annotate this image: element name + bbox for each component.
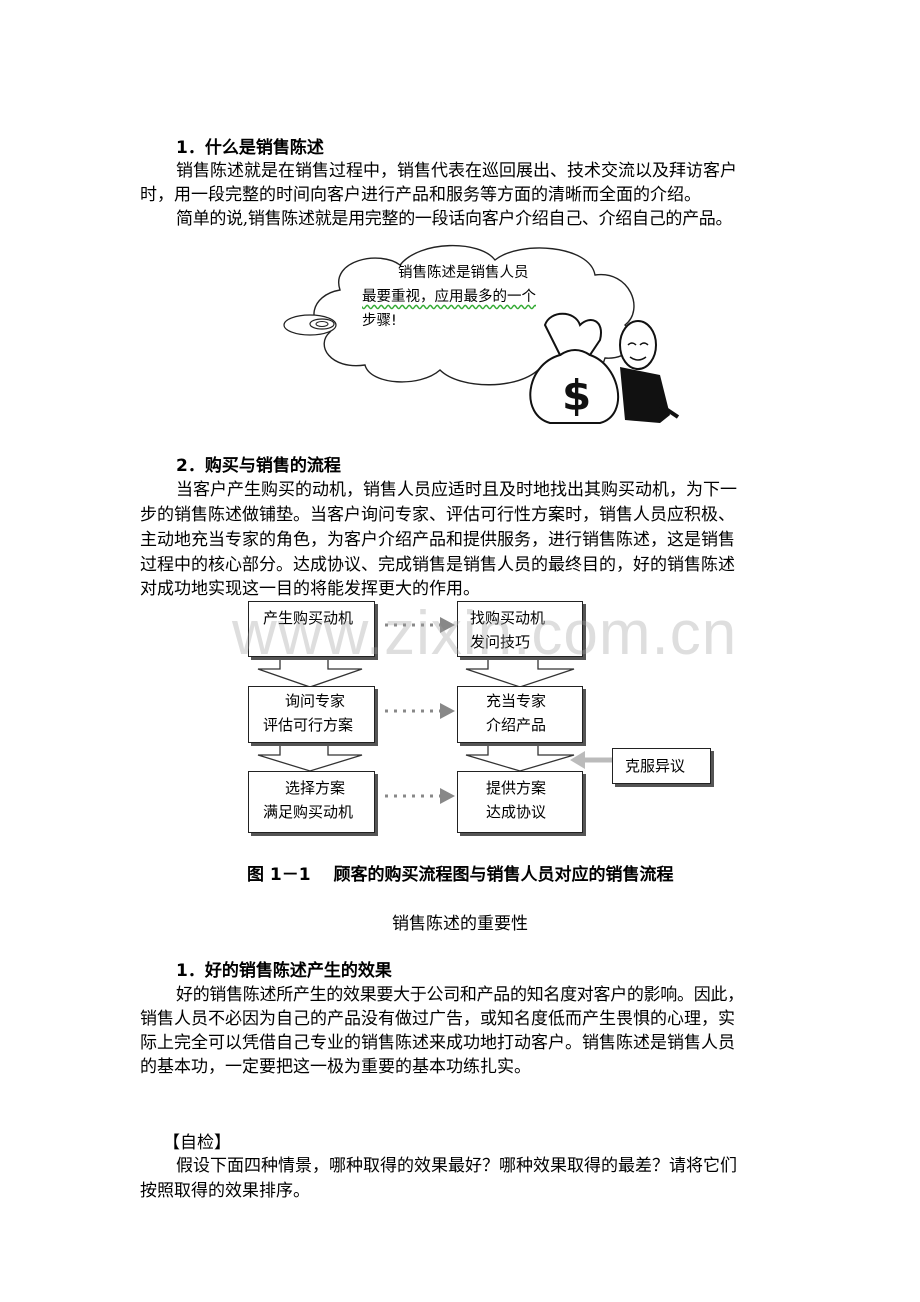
flow-box-consult-expert: 询问专家 评估可行方案 xyxy=(248,686,375,743)
watermark: www.zixin.com.cn xyxy=(232,599,738,668)
cloud-text-line: 步骤! xyxy=(362,313,397,329)
flow-box-text: 充当专家 xyxy=(486,692,547,710)
flow-box-text: 找购买动机 xyxy=(470,609,546,627)
down-chevron-arrow xyxy=(257,744,363,772)
figure-caption: 图 1－1 顾客的购买流程图与销售人员对应的销售流程 xyxy=(247,865,674,885)
selfcheck-heading: 【自检】 xyxy=(163,1133,231,1153)
flow-box-customer-motive: 产生购买动机 xyxy=(248,601,375,657)
flow-box-text: 克服异议 xyxy=(625,757,686,775)
flowchart-connectors xyxy=(257,617,612,804)
flow-box-overcome-objections: 克服异议 xyxy=(612,748,711,784)
down-chevron-arrow xyxy=(465,744,575,772)
svg-text:$: $ xyxy=(562,371,591,420)
section-subtitle: 销售陈述的重要性 xyxy=(392,914,528,934)
flow-box-text: 评估可行方案 xyxy=(263,716,354,734)
paragraph-line: 当客户产生购买的动机，销售人员应适时且及时地找出其购买动机，为下一 xyxy=(176,480,737,500)
paragraph-line: 假设下面四种情景，哪种取得的效果最好？哪种效果取得的最差？请将它们 xyxy=(176,1156,737,1176)
thought-cloud-illustration xyxy=(283,244,635,386)
paragraph-line: 简单的说,销售陈述就是用完整的一段话向客户介绍自己、介绍自己的产品。 xyxy=(176,209,733,229)
flow-box-text: 达成协议 xyxy=(486,803,547,821)
flow-box-text: 介绍产品 xyxy=(486,716,547,734)
cloud-text-line: 销售陈述是销售人员 xyxy=(398,265,529,281)
flow-box-text: 选择方案 xyxy=(285,779,346,797)
paragraph-line: 销售陈述就是在销售过程中，销售代表在巡回展出、技术交流以及拜访客户 xyxy=(176,161,737,181)
money-bag-cartoon-icon: $ xyxy=(529,312,680,424)
cloud-text-line: 最要重视，应用最多的一个 xyxy=(362,289,536,305)
paragraph-line: 的基本功，一定要把这一极为重要的基本功练扎实。 xyxy=(140,1057,531,1077)
paragraph-line: 主动地充当专家的角色，为客户介绍产品和提供服务，进行销售陈述，这是销售 xyxy=(140,530,735,550)
section-heading: 1．好的销售陈述产生的效果 xyxy=(176,961,392,981)
paragraph-line: 对成功地实现这一目的将能发挥更大的作用。 xyxy=(140,579,480,599)
flow-box-act-as-expert: 充当专家 介绍产品 xyxy=(457,686,583,743)
down-chevron-arrow xyxy=(257,656,363,688)
paragraph-line: 按照取得的效果排序。 xyxy=(140,1181,310,1201)
flow-box-find-motive: 找购买动机 发问技巧 xyxy=(457,601,583,657)
paragraph-line: 好的销售陈述所产生的效果要大于公司和产品的知名度对客户的影响。因此， xyxy=(176,985,744,1005)
section-heading: 1．什么是销售陈述 xyxy=(176,138,324,158)
flow-box-text: 提供方案 xyxy=(486,779,547,797)
flow-box-provide-plan: 提供方案 达成协议 xyxy=(457,771,583,833)
paragraph-line: 际上完全可以凭借自己专业的销售陈述来成功地打动客户。销售陈述是销售人员 xyxy=(140,1033,735,1053)
paragraph-line: 销售人员不必因为自己的产品没有做过广告，或知名度低而产生畏惧的心理，实 xyxy=(140,1009,735,1029)
flow-box-text: 发问技巧 xyxy=(470,633,531,651)
flow-box-choose-plan: 选择方案 满足购买动机 xyxy=(248,771,375,833)
flow-box-text: 询问专家 xyxy=(285,692,346,710)
paragraph-line: 过程中的核心部分。达成协议、完成销售是销售人员的最终目的，好的销售陈述 xyxy=(140,555,735,575)
section-heading: 2．购买与销售的流程 xyxy=(176,456,341,476)
paragraph-line: 步的销售陈述做铺垫。当客户询问专家、评估可行性方案时，销售人员应积极、 xyxy=(140,505,735,525)
flow-box-text: 满足购买动机 xyxy=(263,803,354,821)
paragraph-line: 时，用一段完整的时间向客户进行产品和服务等方面的清晰而全面的介绍。 xyxy=(140,185,701,205)
flow-box-text: 产生购买动机 xyxy=(263,609,354,627)
down-chevron-arrow xyxy=(465,656,575,688)
